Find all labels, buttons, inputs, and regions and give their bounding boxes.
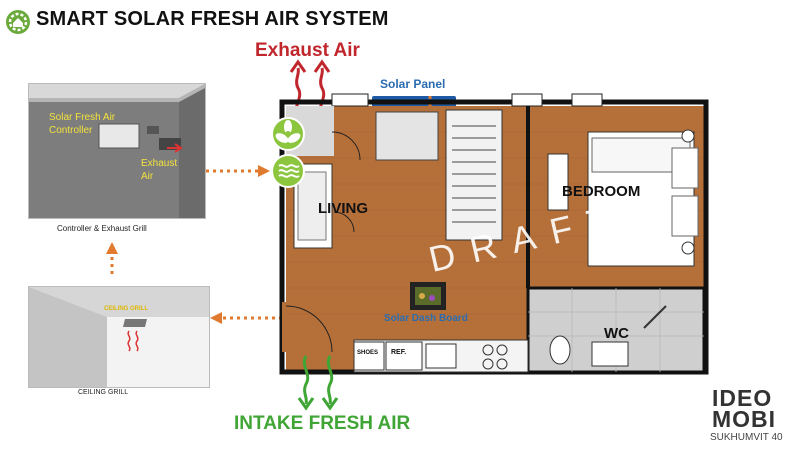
controller-inset-image (28, 83, 206, 219)
brand-logo: IDEO MOBI (712, 385, 777, 432)
shoes-cabinet-label: SHOES (357, 350, 379, 356)
inset-exhaust-label: Exhaust Air (141, 158, 178, 182)
intake-arrows (297, 355, 339, 411)
room-label-living: LIVING (318, 200, 369, 217)
solar-dash-board-label: Solar Dash Board (384, 313, 468, 324)
floor-plan (279, 93, 709, 375)
intake-fresh-air-title: INTAKE FRESH AIR (234, 413, 411, 434)
controller-label: Solar Fresh Air Controller (49, 112, 116, 136)
solar-panel-label: Solar Panel (380, 77, 446, 91)
room-label-bedroom: BEDROOM (562, 183, 641, 200)
controller-inset-caption: Controller & Exhaust Grill (57, 224, 147, 233)
fan-icon (271, 117, 305, 151)
ceiling-grill-label: CEILING GRILL (104, 306, 148, 312)
brand-subtitle: SUKHUMVIT 40 (710, 432, 783, 443)
room-label-wc: WC (604, 325, 629, 342)
intake-arrow-icon (297, 355, 339, 411)
ceiling-grill-caption: CEILING GRILL (78, 389, 129, 396)
exhaust-air-title: Exhaust Air (255, 40, 360, 61)
page-title: SMART SOLAR FRESH AIR SYSTEM (36, 8, 389, 30)
refrigerator-label: REF. (391, 349, 407, 356)
air-filter-icon (271, 154, 305, 188)
gear-house-icon (6, 10, 30, 34)
ceiling-grill-inset-image (28, 286, 210, 388)
